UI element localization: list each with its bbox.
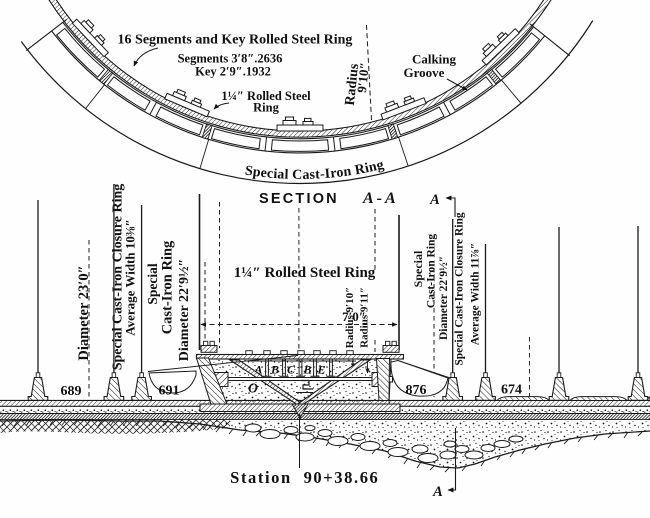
svg-text:9′10″: 9′10″ — [354, 62, 372, 94]
svg-text:Diameter 23′0″: Diameter 23′0″ — [76, 265, 92, 360]
svg-text:Average Width 10⅜″: Average Width 10⅜″ — [123, 219, 138, 336]
svg-text:Special Cast-Iron Closure Ring: Special Cast-Iron Closure Ring — [454, 212, 466, 365]
svg-text:90+38.66: 90+38.66 — [304, 468, 380, 487]
svg-text:Radius: Radius — [343, 62, 362, 106]
svg-text:691: 691 — [159, 384, 180, 399]
svg-text:A: A — [253, 363, 262, 377]
svg-text:Special Cast-Iron Ring: Special Cast-Iron Ring — [244, 158, 386, 183]
svg-text:Calking: Calking — [412, 52, 457, 67]
svg-text:Cast-Iron Ring: Cast-Iron Ring — [426, 234, 438, 308]
svg-text:Diameter 22′9½″: Diameter 22′9½″ — [438, 256, 450, 340]
svg-text:689: 689 — [61, 384, 82, 399]
svg-text:1¼″ Rolled Steel: 1¼″ Rolled Steel — [221, 89, 311, 103]
svg-text:Station: Station — [230, 468, 292, 487]
svg-text:7′0″: 7′0″ — [342, 309, 366, 324]
svg-text:O: O — [248, 381, 258, 396]
svg-text:Special: Special — [411, 250, 425, 287]
svg-text:Groove: Groove — [404, 65, 445, 80]
svg-text:Radius 9′11″: Radius 9′11″ — [359, 287, 371, 348]
svg-text:B: B — [270, 363, 279, 377]
svg-text:Diameter 22′9½″: Diameter 22′9½″ — [177, 259, 192, 361]
svg-text:E: E — [316, 363, 325, 377]
svg-text:674: 674 — [501, 383, 522, 398]
svg-text:16 Segments and Key Rolled Ste: 16 Segments and Key Rolled Steel Ring — [118, 33, 353, 48]
svg-text:A: A — [432, 484, 443, 500]
svg-text:876: 876 — [406, 383, 427, 398]
svg-text:Segments 3′8″.2636: Segments 3′8″.2636 — [178, 52, 283, 66]
svg-text:Radius 9′10″: Radius 9′10″ — [344, 287, 356, 348]
svg-text:SECTION: SECTION — [259, 191, 339, 207]
svg-text:Average Width 11⅞″: Average Width 11⅞″ — [470, 243, 482, 346]
svg-text:B: B — [302, 363, 311, 377]
svg-text:1¼″ Rolled Steel Ring: 1¼″ Rolled Steel Ring — [234, 265, 376, 281]
svg-text:Cast-Iron Ring: Cast-Iron Ring — [160, 240, 176, 334]
svg-text:Special: Special — [145, 263, 160, 305]
svg-text:A-A: A-A — [362, 190, 399, 207]
svg-text:C: C — [287, 363, 296, 377]
svg-text:Key 2′9″.1932: Key 2′9″.1932 — [195, 65, 271, 79]
svg-text:A: A — [429, 192, 440, 208]
svg-text:Ring: Ring — [253, 101, 279, 115]
